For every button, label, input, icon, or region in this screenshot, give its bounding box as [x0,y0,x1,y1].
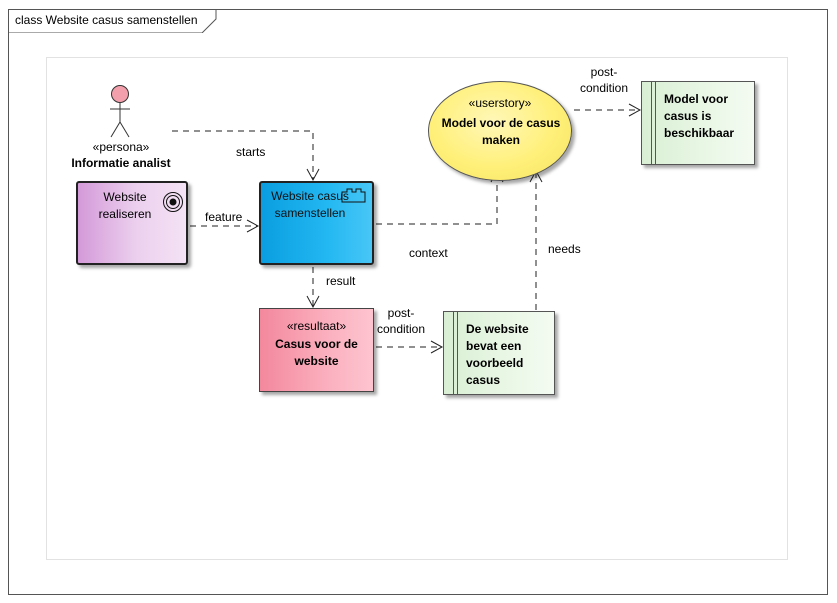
requirement-bottom-name: De website bevat een voorbeeld casus [466,322,529,387]
label-context: context [409,246,448,260]
feature-name: Website realiseren [98,190,152,221]
label-needs: needs [548,242,581,256]
actor-name: Informatie analist [71,156,171,170]
frame-tab [8,9,217,33]
result-node[interactable]: «resultaat» Casus voor de website [259,308,374,392]
diagram-frame [8,9,828,595]
frame-title: class Website casus samenstellen [15,13,198,27]
system-node[interactable]: Website casus samenstellen [259,181,374,265]
userstory-stereotype: «userstory» [468,96,532,110]
label-post-condition-bottom: post- condition [376,306,426,336]
result-stereotype: «resultaat» [286,319,347,333]
label-post-condition-top: post- condition [579,65,629,95]
requirement-bottom-node[interactable]: De website bevat een voorbeeld casus [443,311,555,395]
component-icon [341,188,366,203]
feature-node[interactable]: Website realiseren [76,181,188,265]
userstory-name: Model voor de casus maken [441,116,561,147]
edge-starts [172,130,320,182]
canvas-area [46,57,788,560]
result-name: Casus voor de website [275,337,358,368]
system-name: Website casus samenstellen [271,189,349,220]
label-result: result [326,274,356,288]
requirement-top-node[interactable]: Model voor casus is beschikbaar [641,81,755,165]
label-feature: feature [205,210,243,224]
target-icon [163,192,183,212]
actor-stereotype: «persona» [92,140,150,154]
edge-context [376,169,504,225]
requirement-top-name: Model voor casus is beschikbaar [664,92,735,140]
userstory-node[interactable]: «userstory» Model voor de casus maken [428,81,572,181]
label-starts: starts [236,145,266,159]
actor-icon [110,85,130,138]
